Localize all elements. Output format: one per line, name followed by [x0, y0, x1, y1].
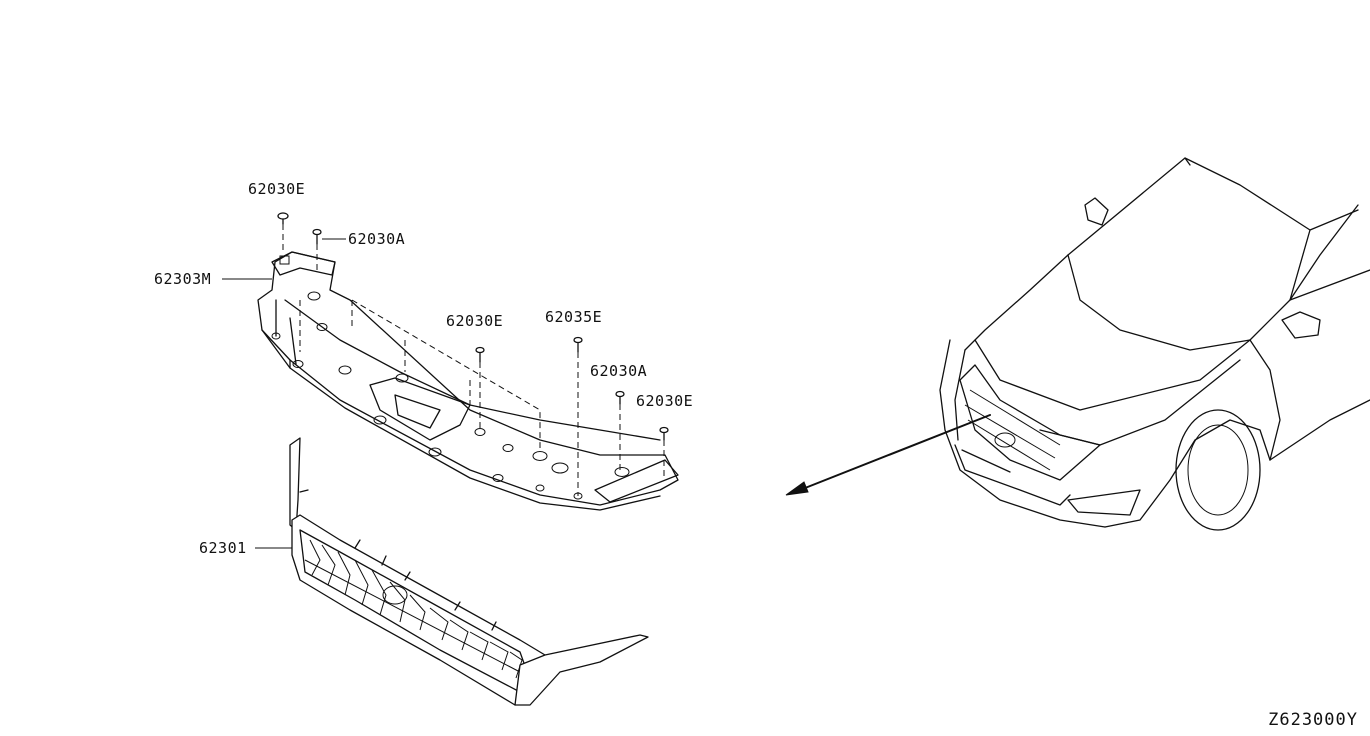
- leader-lines: [222, 238, 346, 549]
- callout-62030e-right[interactable]: 62030E: [636, 392, 694, 410]
- front-grille: [289, 437, 649, 706]
- diagram-code: Z623000Y: [1268, 710, 1358, 730]
- clips: [275, 212, 669, 496]
- callout-62030e-top[interactable]: 62030E: [248, 180, 306, 198]
- callout-62030a-top[interactable]: 62030A: [348, 230, 406, 248]
- location-arrow: [785, 414, 991, 496]
- callout-62030a-right[interactable]: 62030A: [590, 362, 648, 380]
- callout-62035e[interactable]: 62035E: [545, 308, 603, 326]
- callout-62030e-mid[interactable]: 62030E: [446, 312, 504, 330]
- callout-62301[interactable]: 62301: [199, 539, 247, 557]
- vehicle-front-view: [939, 157, 1370, 531]
- radiator-core-cover: [257, 251, 679, 511]
- callout-62303m[interactable]: 62303M: [154, 270, 212, 288]
